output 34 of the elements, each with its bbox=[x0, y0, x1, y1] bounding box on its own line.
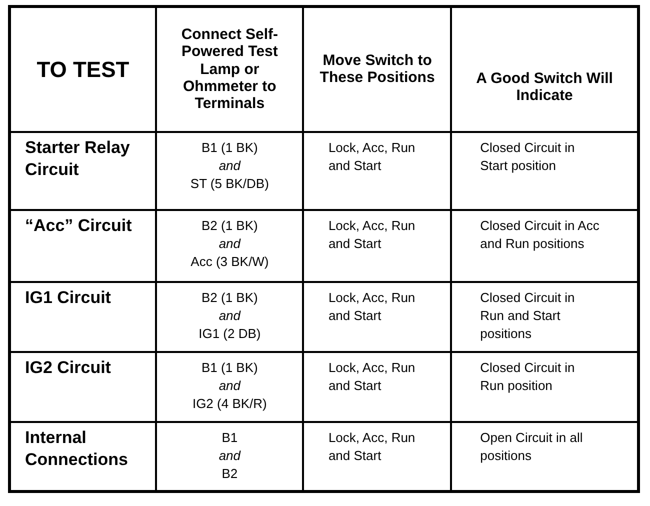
terminal-text: B2 (1 BK) bbox=[200, 288, 259, 307]
conjunction-text: and bbox=[218, 376, 242, 395]
cell-text: Closed Circuit in Start position bbox=[480, 138, 576, 175]
terminal-text: B1 (1 BK) bbox=[200, 138, 259, 157]
cell-text: Lock, Acc, Run and Start bbox=[328, 428, 416, 465]
terminal-text: B1 (1 BK) bbox=[200, 358, 259, 377]
conjunction-text: and bbox=[218, 446, 242, 465]
terminal-text: ST (5 BK/DB) bbox=[189, 174, 270, 193]
column-header: TO TEST bbox=[36, 56, 130, 82]
row-header: “Acc” Circuit bbox=[25, 214, 133, 236]
column-header: Move Switch to These Positions bbox=[318, 52, 436, 86]
cell-text: Lock, Acc, Run and Start bbox=[328, 216, 416, 253]
cell-text: Lock, Acc, Run and Start bbox=[328, 138, 416, 175]
cell-text: Open Circuit in all positions bbox=[480, 428, 584, 465]
row-header: IG2 Circuit bbox=[25, 356, 112, 378]
terminal-text: IG2 (4 BK/R) bbox=[191, 394, 268, 413]
cell-text: Closed Circuit in Acc and Run positions bbox=[480, 216, 600, 253]
terminal-text: B1 bbox=[220, 428, 239, 446]
conjunction-text: and bbox=[218, 234, 242, 253]
terminal-text: Acc (3 BK/W) bbox=[190, 252, 270, 271]
terminal-text: B2 (1 BK) bbox=[200, 216, 259, 235]
column-header: Connect Self-Powered Test Lamp or Ohmmeter to Terminals bbox=[180, 26, 279, 112]
column-header: A Good Switch Will Indicate bbox=[475, 70, 614, 104]
row-header: Starter Relay Circuit bbox=[25, 136, 131, 181]
conjunction-text: and bbox=[218, 156, 242, 175]
row-header: Internal Connections bbox=[25, 426, 129, 471]
conjunction-text: and bbox=[218, 306, 242, 325]
cell-text: Closed Circuit in Run position bbox=[480, 358, 576, 395]
row-header: IG1 Circuit bbox=[25, 286, 112, 308]
cell-text: Closed Circuit in Run and Start positions bbox=[480, 288, 576, 343]
terminal-text: IG1 (2 DB) bbox=[198, 324, 262, 343]
cell-text: Lock, Acc, Run and Start bbox=[328, 358, 416, 395]
terminal-text: B2 bbox=[220, 464, 239, 483]
cell-text: Lock, Acc, Run and Start bbox=[328, 288, 416, 325]
